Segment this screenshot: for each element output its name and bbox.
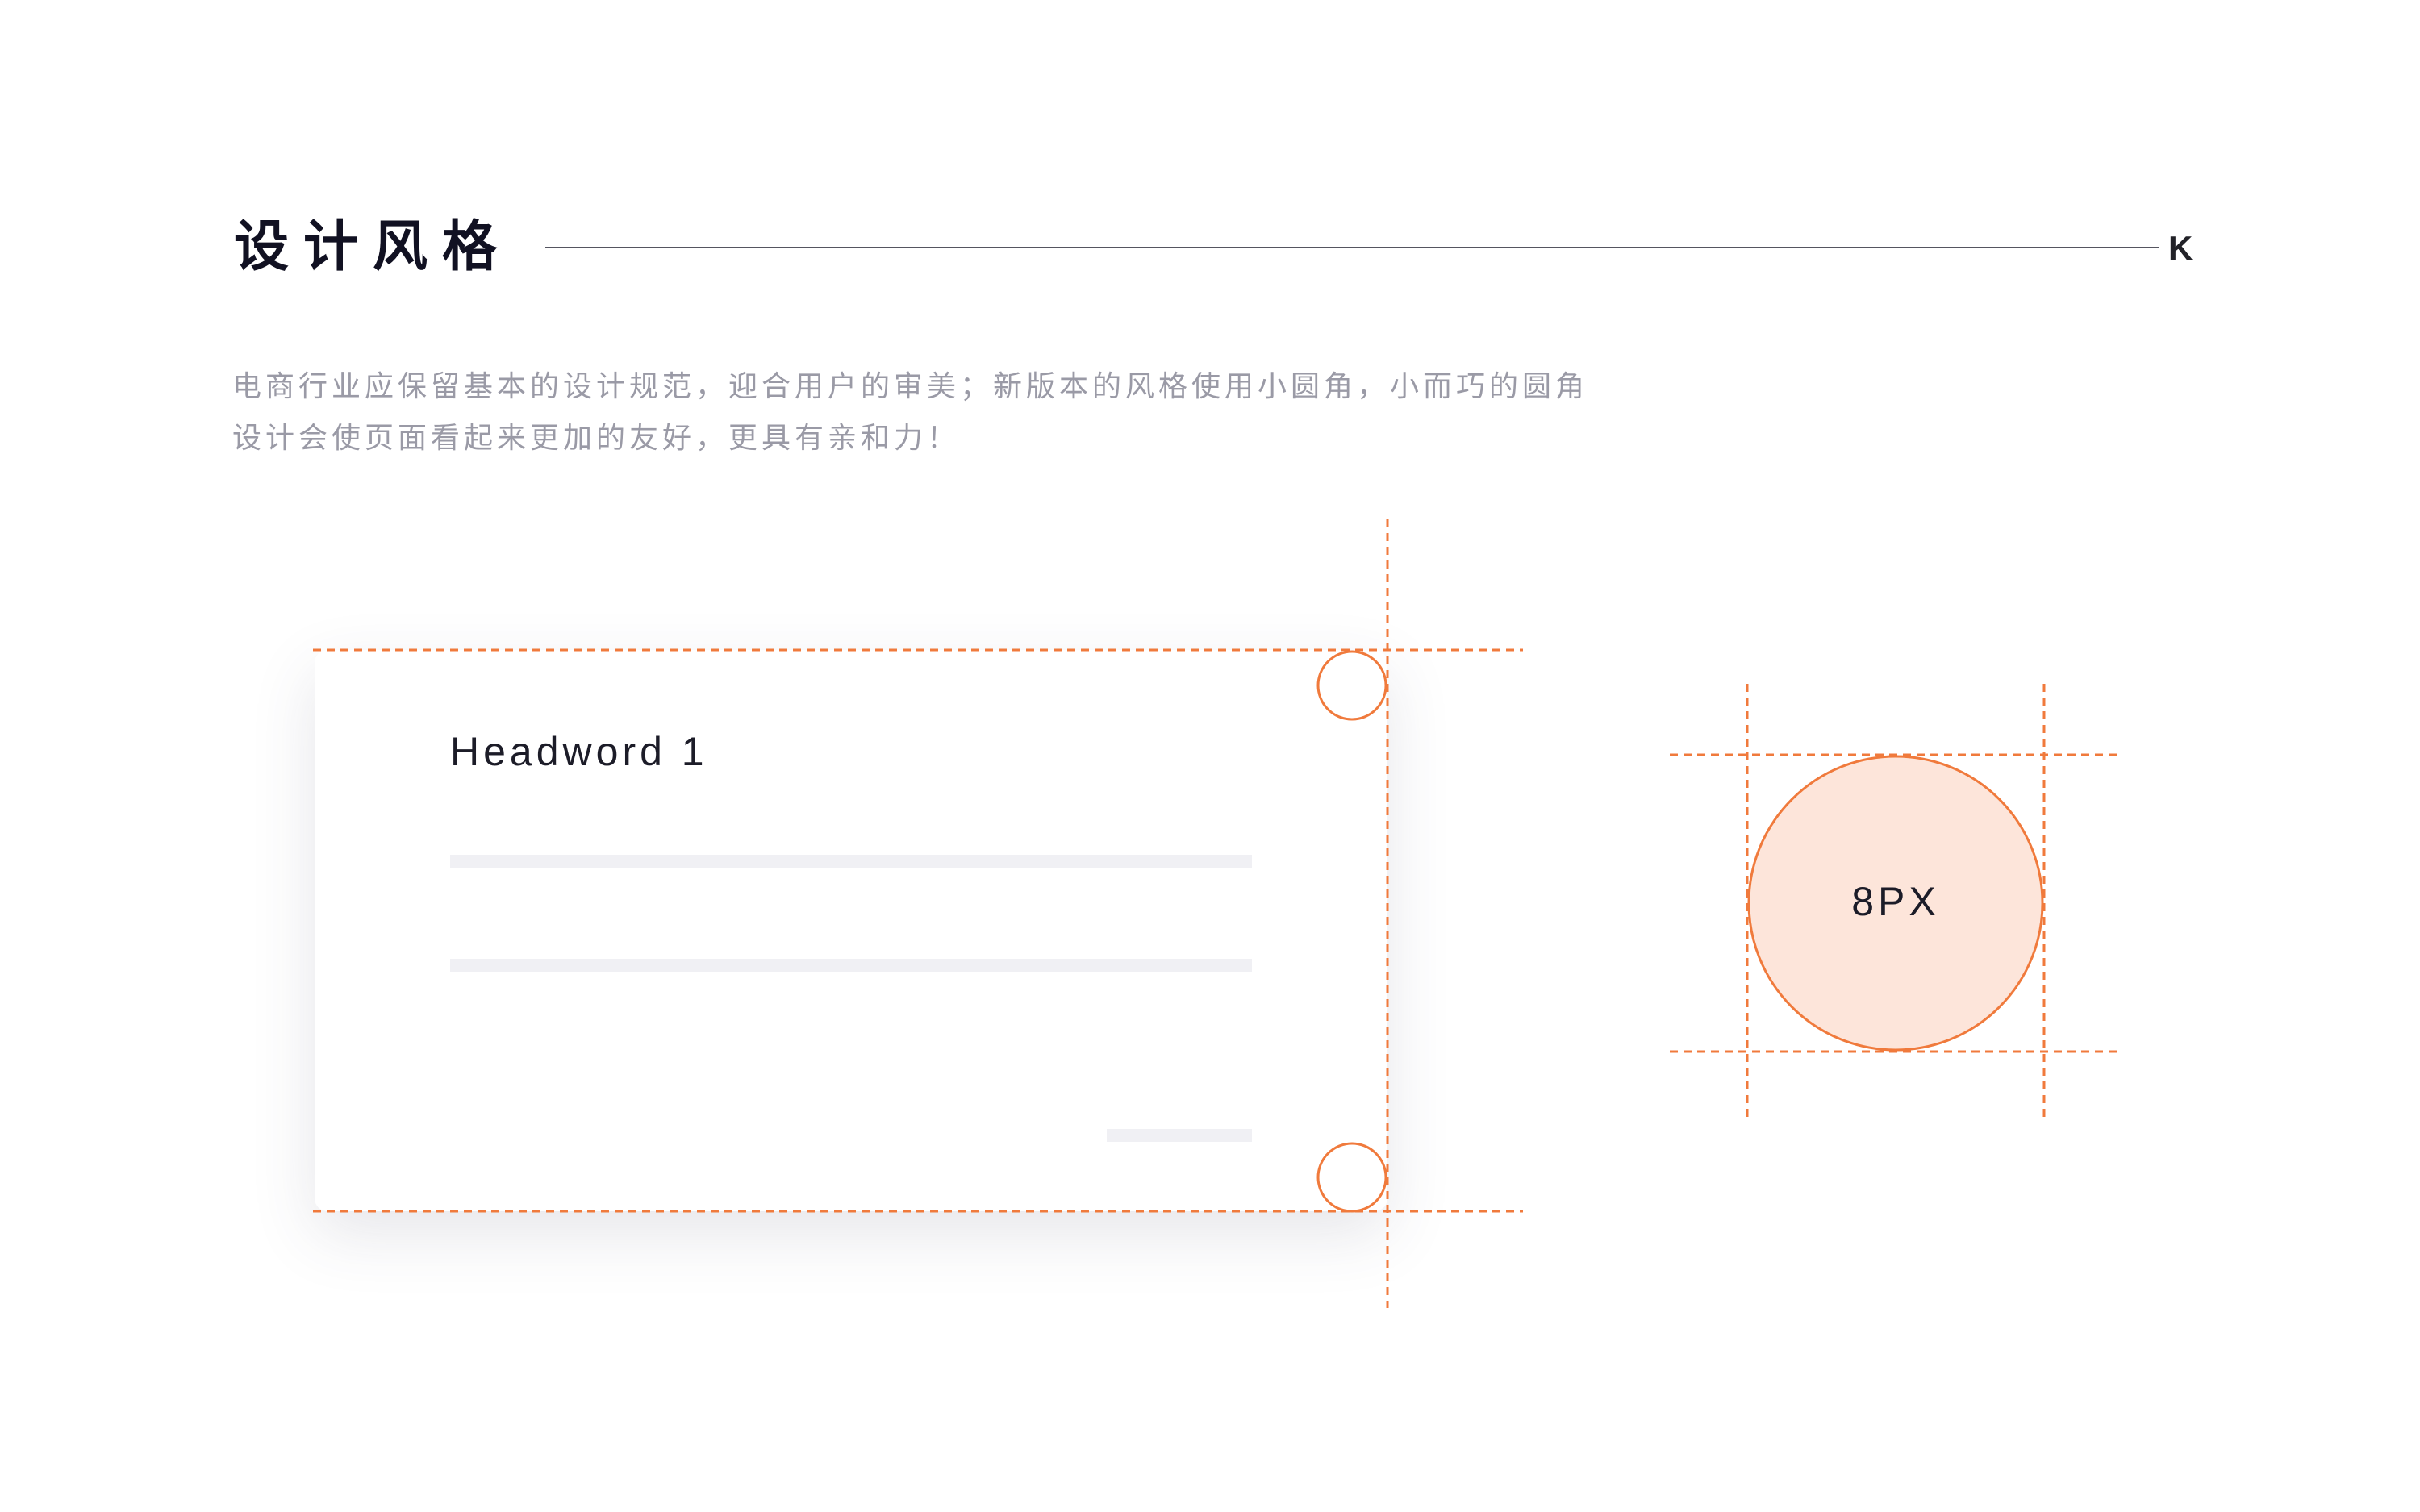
title-divider	[545, 247, 2159, 248]
description: 电商行业应保留基本的设计规范，迎合用户的审美；新版本的风格使用小圆角，小而巧的圆…	[232, 361, 1684, 464]
sample-card: Headword 1	[315, 650, 1387, 1211]
placeholder-line	[1107, 1129, 1252, 1142]
placeholder-line	[450, 959, 1252, 972]
description-line-2: 设计会使页面看起来更加的友好，更具有亲和力！	[232, 422, 961, 455]
section-title: 设计风格	[234, 215, 512, 279]
corner-mark: K	[2168, 229, 2193, 267]
placeholder-line	[450, 855, 1252, 868]
card-heading: Headword 1	[450, 729, 708, 774]
radius-label: 8PX	[1851, 879, 1940, 924]
description-line-1: 电商行业应保留基本的设计规范，迎合用户的审美；新版本的风格使用小圆角，小而巧的圆…	[232, 370, 1589, 403]
